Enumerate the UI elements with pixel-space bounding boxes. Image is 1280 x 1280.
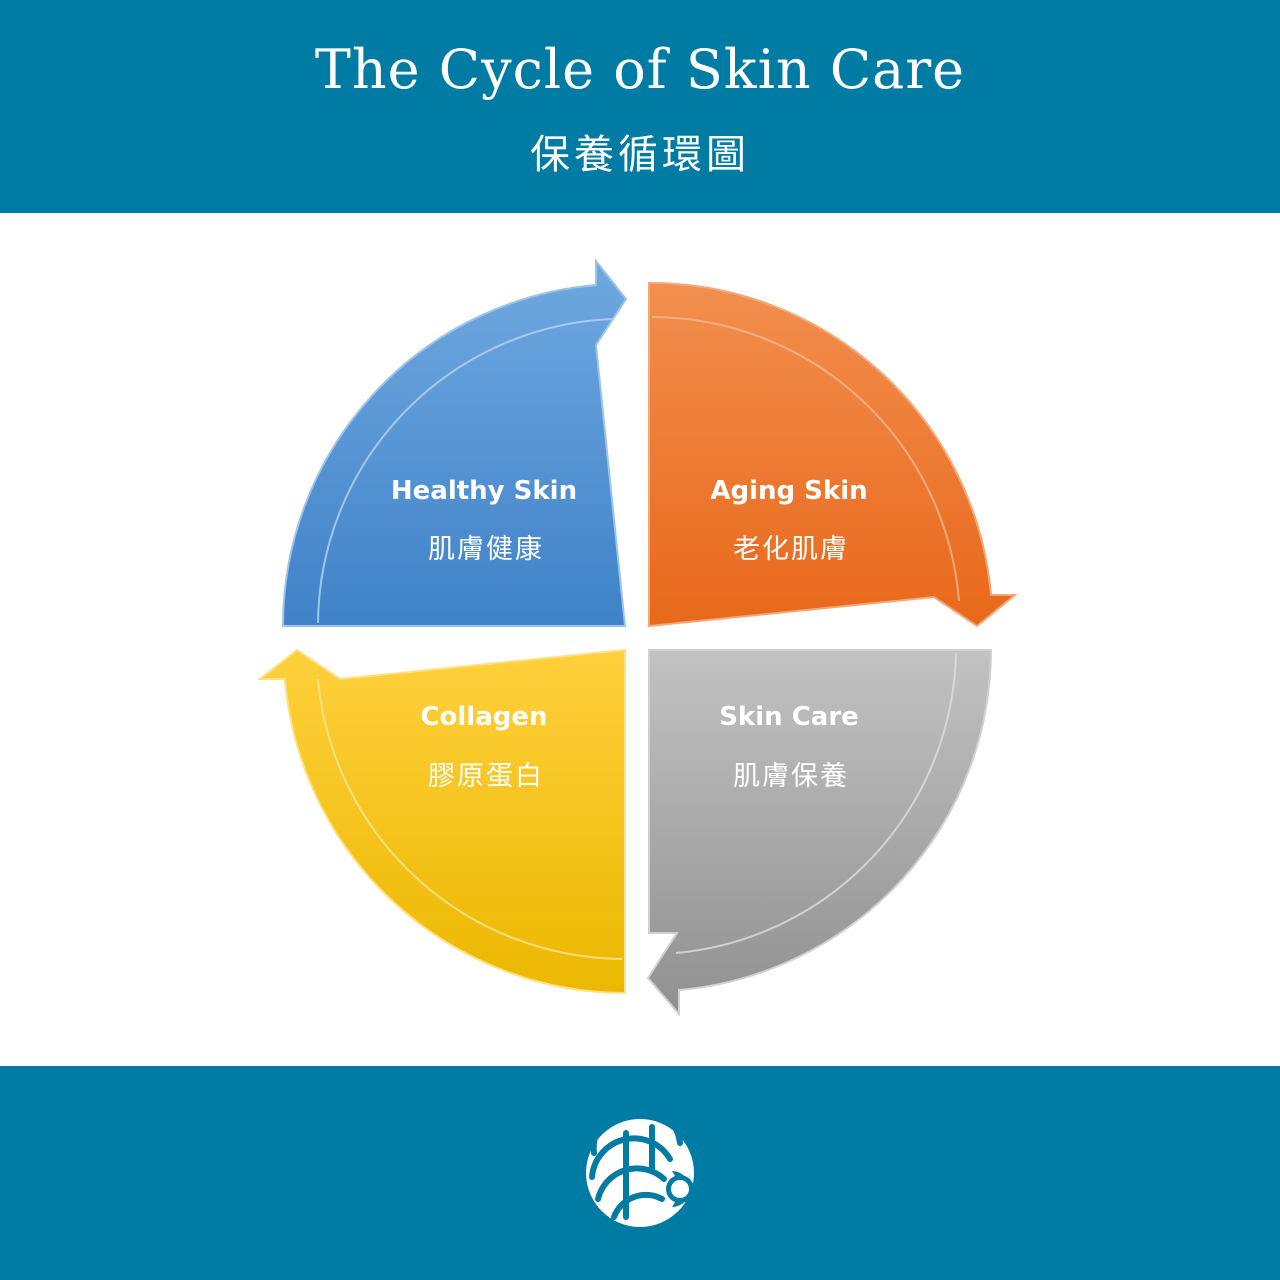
healthy-skin-arrow-shape xyxy=(281,258,628,627)
collagen-inner-edge xyxy=(317,678,623,960)
skin-care-label: Skin Care xyxy=(719,702,859,732)
aging-skin-label-zh: 老化肌膚 xyxy=(733,534,849,565)
skin-care-cycle-diagram: Healthy Skin 肌膚健康 Aging Skin 老化肌膚 Skin C… xyxy=(257,258,1018,1017)
healthy-skin-label: Healthy Skin xyxy=(391,476,577,506)
page-title: The Cycle of Skin Care xyxy=(314,38,966,101)
collagen-label-zh: 膠原蛋白 xyxy=(428,761,544,792)
segment-healthy-skin: Healthy Skin 肌膚健康 xyxy=(281,258,628,627)
healthy-skin-label-zh: 肌膚健康 xyxy=(428,534,544,565)
collagen-label: Collagen xyxy=(420,702,547,732)
skin-care-label-zh: 肌膚保養 xyxy=(733,761,849,792)
healthy-skin-inner-edge xyxy=(317,318,613,624)
aging-skin-label: Aging Skin xyxy=(710,476,867,506)
shell-logo-icon xyxy=(586,1113,694,1227)
aging-skin-inner-edge xyxy=(651,316,960,602)
skin-care-arrow-shape xyxy=(646,649,993,1017)
segment-aging-skin: Aging Skin 老化肌膚 xyxy=(648,281,1018,628)
segment-skin-care: Skin Care 肌膚保養 xyxy=(646,649,993,1017)
header-banner: The Cycle of Skin Care 保養循環圖 xyxy=(0,0,1280,213)
segment-collagen: Collagen 膠原蛋白 xyxy=(257,648,626,995)
collagen-arrow-shape xyxy=(257,648,626,995)
aging-skin-arrow-shape xyxy=(648,281,1018,628)
page-subtitle: 保養循環圖 xyxy=(530,132,750,178)
skin-care-inner-edge xyxy=(675,652,957,954)
